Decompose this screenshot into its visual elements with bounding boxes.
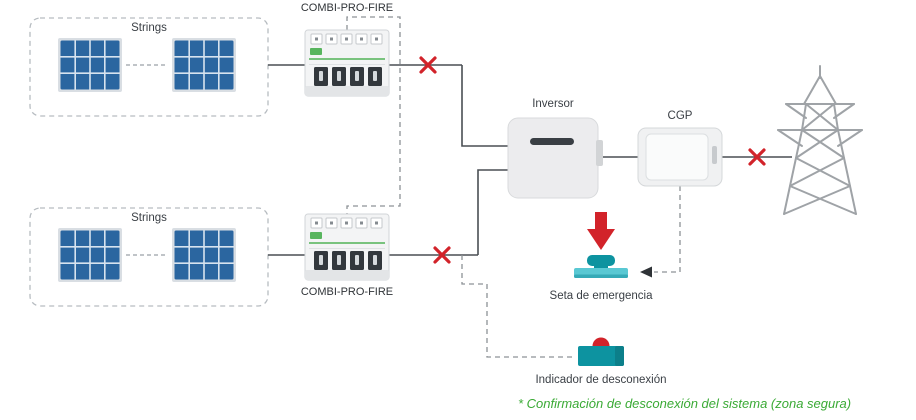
inverter-icon: [507, 117, 603, 199]
control-wiring-indicator: [461, 255, 572, 358]
combi-pro-fire-device-icon: [303, 28, 391, 98]
footer-note: * Confirmación de desconexión del sistem…: [518, 396, 852, 411]
solar-panel-icon: [57, 227, 123, 283]
cgp-icon: [637, 127, 723, 187]
red-x-icon: [748, 148, 766, 166]
transmission-tower-icon: [777, 65, 863, 215]
inverter-label: Inversor: [532, 98, 574, 110]
control-wiring-emergency: [654, 186, 681, 273]
combi-bottom-label: COMBI-PRO-FIRE: [300, 286, 394, 298]
solar-panel-icon: [57, 37, 123, 93]
solar-panel-icon: [171, 227, 237, 283]
strings-top-label: Strings: [131, 22, 167, 34]
panel-link-dashes: [126, 64, 168, 256]
down-arrow-icon: [587, 212, 615, 250]
emergency-stop-label: Seta de emergencia: [549, 290, 653, 302]
control-wiring-devices: [346, 16, 401, 214]
red-x-icon: [433, 246, 451, 264]
disconnect-indicator-label: Indicador de desconexión: [535, 374, 667, 386]
cgp-label: CGP: [667, 110, 693, 122]
solar-panel-icon: [171, 37, 237, 93]
red-x-icon: [419, 56, 437, 74]
emergency-stop-icon: [574, 255, 628, 278]
power-wiring: [268, 64, 792, 256]
combi-pro-fire-device-icon: [303, 212, 391, 282]
disconnect-indicator-icon: [578, 337, 624, 366]
left-arrowhead-icon: [640, 266, 652, 278]
strings-bottom-label: Strings: [131, 212, 167, 224]
combi-top-label: COMBI-PRO-FIRE: [300, 2, 394, 14]
